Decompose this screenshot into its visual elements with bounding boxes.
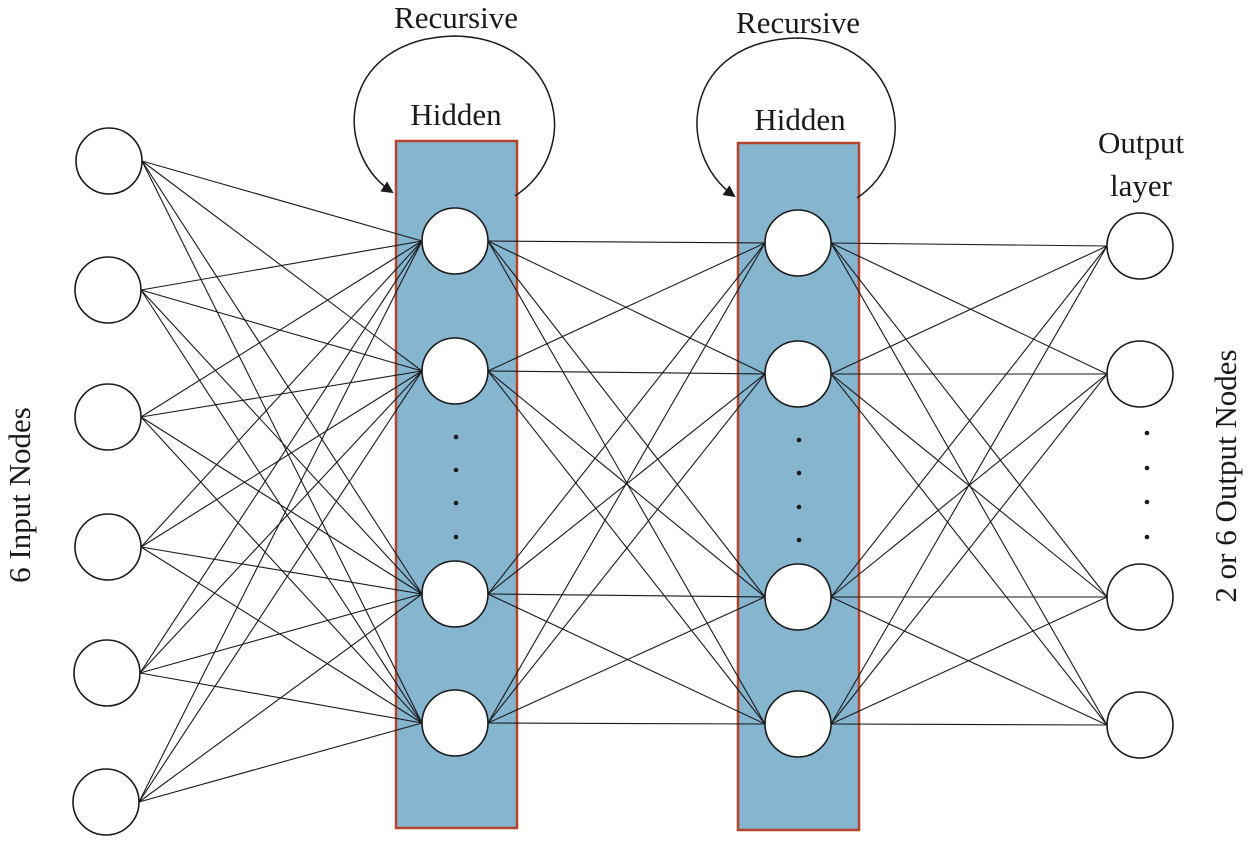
recursive-label-2: Recursive bbox=[736, 5, 860, 40]
recursive-label-1: Recursive bbox=[394, 0, 518, 35]
edge-hidden2-4-to-output-1 bbox=[830, 245, 1108, 725]
input-node-3 bbox=[74, 383, 142, 451]
edge-input-4-to-hidden1-2 bbox=[140, 370, 423, 548]
edge-input-2-to-hidden1-3 bbox=[140, 289, 423, 595]
edge-input-6-to-hidden1-3 bbox=[138, 593, 423, 803]
edge-hidden1-4-to-hidden2-4 bbox=[487, 722, 766, 725]
hidden1-ellipsis-dot-3 bbox=[453, 500, 459, 506]
edge-hidden1-2-to-hidden2-4 bbox=[487, 370, 766, 725]
edge-hidden2-4-to-output-2 bbox=[830, 373, 1108, 725]
hidden2-node-3 bbox=[764, 563, 832, 631]
output-nodes-label: 2 or 6 Output Nodes bbox=[1208, 349, 1243, 602]
edge-hidden1-4-to-hidden2-3 bbox=[487, 596, 766, 724]
edge-input-3-to-hidden1-3 bbox=[140, 416, 423, 595]
output-node-1 bbox=[1106, 212, 1174, 280]
input-node-4 bbox=[74, 513, 142, 581]
edge-input-4-to-hidden1-1 bbox=[140, 240, 423, 548]
edge-hidden2-4-to-output-4 bbox=[830, 723, 1108, 726]
edge-input-4-to-hidden1-3 bbox=[140, 546, 423, 595]
edge-input-5-to-hidden1-2 bbox=[139, 370, 423, 674]
edge-hidden1-3-to-hidden2-4 bbox=[487, 593, 766, 725]
edge-input-5-to-hidden1-3 bbox=[139, 593, 423, 674]
edge-hidden1-4-to-hidden2-1 bbox=[487, 242, 766, 724]
recursive-loop-2-arrow bbox=[696, 37, 896, 199]
hidden2-node-1 bbox=[764, 209, 832, 277]
hidden2-ellipsis-dot-4 bbox=[796, 537, 802, 543]
edge-input-6-to-hidden1-4 bbox=[138, 722, 423, 803]
recursive-loop-1-arrow bbox=[353, 35, 556, 197]
hidden1-node-4 bbox=[421, 689, 489, 757]
edge-input-6-to-hidden1-1 bbox=[138, 240, 423, 803]
input-nodes-label: 6 Input Nodes bbox=[2, 407, 37, 583]
edge-hidden1-2-to-hidden2-1 bbox=[487, 242, 766, 372]
edge-hidden1-2-to-hidden2-2 bbox=[487, 370, 766, 375]
input-node-5 bbox=[73, 639, 141, 707]
edge-hidden2-2-to-output-1 bbox=[830, 245, 1108, 375]
hidden1-ellipsis-dot-4 bbox=[453, 534, 459, 540]
output-node-4 bbox=[1106, 691, 1174, 759]
output-layer-title-line2: layer bbox=[1110, 168, 1173, 203]
hidden2-node-2 bbox=[764, 340, 832, 408]
hidden1-node-1 bbox=[421, 207, 489, 275]
edge-hidden2-1-to-output-1 bbox=[830, 242, 1108, 247]
edge-hidden1-3-to-hidden2-3 bbox=[487, 593, 766, 598]
hidden2-ellipsis-dot-2 bbox=[796, 470, 802, 476]
input-node-6 bbox=[72, 768, 140, 836]
input-node-1 bbox=[75, 127, 143, 195]
hidden2-node-4 bbox=[764, 690, 832, 758]
nodes bbox=[72, 127, 1174, 836]
connection-lines bbox=[138, 160, 1108, 803]
output-ellipsis-dot-2 bbox=[1144, 465, 1150, 471]
output-node-3 bbox=[1106, 563, 1174, 631]
edge-input-1-to-hidden1-3 bbox=[141, 160, 423, 595]
edge-input-2-to-hidden1-2 bbox=[140, 289, 423, 372]
edge-hidden2-1-to-output-3 bbox=[830, 242, 1108, 598]
hidden1-ellipsis-dot-1 bbox=[453, 434, 459, 440]
hidden-layer-2-title: Hidden bbox=[754, 102, 846, 137]
edge-input-5-to-hidden1-1 bbox=[139, 240, 423, 674]
ellipsis-dots bbox=[453, 430, 1150, 543]
output-layer-title-line1: Output bbox=[1098, 125, 1185, 160]
output-ellipsis-dot-3 bbox=[1144, 499, 1150, 505]
edge-input-6-to-hidden1-2 bbox=[138, 370, 423, 803]
output-ellipsis-dot-1 bbox=[1144, 430, 1150, 436]
edge-input-4-to-hidden1-4 bbox=[140, 546, 423, 724]
edge-hidden1-4-to-hidden2-2 bbox=[487, 373, 766, 724]
hidden-layer-1-title: Hidden bbox=[410, 97, 502, 132]
hidden1-node-3 bbox=[421, 560, 489, 628]
edge-hidden1-1-to-hidden2-1 bbox=[487, 240, 766, 244]
edge-input-1-to-hidden1-1 bbox=[141, 160, 423, 242]
edge-hidden1-3-to-hidden2-1 bbox=[487, 242, 766, 595]
hidden1-ellipsis-dot-2 bbox=[453, 467, 459, 473]
edge-hidden2-1-to-output-2 bbox=[830, 242, 1108, 375]
edge-input-3-to-hidden1-1 bbox=[140, 240, 423, 418]
edge-input-1-to-hidden1-2 bbox=[141, 160, 423, 372]
input-node-2 bbox=[74, 256, 142, 324]
hidden1-node-2 bbox=[421, 337, 489, 405]
hidden2-ellipsis-dot-3 bbox=[796, 504, 802, 510]
output-node-2 bbox=[1106, 340, 1174, 408]
edge-hidden2-3-to-output-1 bbox=[830, 245, 1108, 598]
edge-hidden2-4-to-output-3 bbox=[830, 596, 1108, 725]
edge-input-2-to-hidden1-1 bbox=[140, 240, 423, 291]
edge-input-2-to-hidden1-4 bbox=[140, 289, 423, 724]
output-ellipsis-dot-4 bbox=[1144, 534, 1150, 540]
hidden2-ellipsis-dot-1 bbox=[796, 437, 802, 443]
